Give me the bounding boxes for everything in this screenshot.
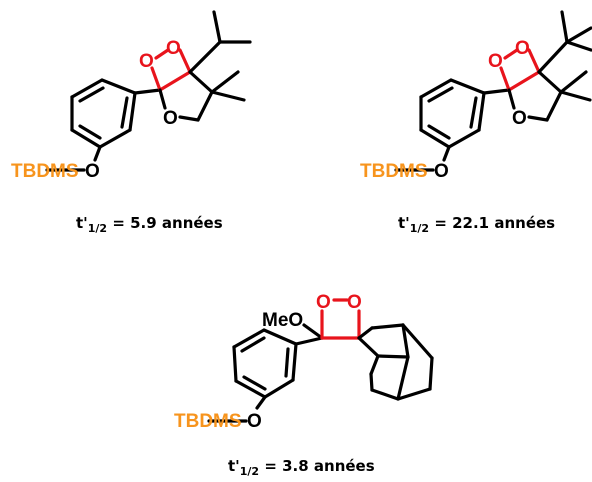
aromatic-bond bbox=[469, 96, 478, 129]
aromatic-bond bbox=[240, 336, 266, 353]
bond bbox=[447, 128, 481, 149]
aryl-oxygen: O bbox=[85, 161, 100, 182]
ring-oxygen: O bbox=[512, 108, 527, 129]
bond bbox=[263, 378, 295, 399]
bond bbox=[93, 145, 102, 162]
methyl-bond bbox=[559, 90, 592, 102]
peroxide-oxygen: O bbox=[515, 38, 530, 59]
bond bbox=[212, 10, 222, 44]
bond bbox=[262, 328, 298, 346]
tbdms-label: TBDMS bbox=[360, 161, 428, 182]
bond bbox=[196, 90, 214, 122]
bond bbox=[565, 26, 592, 44]
peroxide-bond bbox=[527, 48, 541, 74]
aryl-oxygen: O bbox=[434, 161, 449, 182]
bond bbox=[98, 128, 132, 149]
peroxide-oxygen: O bbox=[166, 38, 181, 59]
bond bbox=[234, 379, 267, 399]
aryl-oxygen: O bbox=[247, 411, 262, 432]
peroxide-oxygen: O bbox=[316, 292, 331, 313]
bond bbox=[178, 115, 200, 122]
bond bbox=[232, 345, 238, 383]
methyl-bond bbox=[559, 70, 588, 94]
aromatic-bond bbox=[284, 347, 290, 378]
peroxide-bond bbox=[158, 70, 192, 92]
tbdms-label: TBDMS bbox=[11, 161, 79, 182]
peroxide-bond bbox=[178, 48, 192, 74]
bond bbox=[442, 145, 451, 162]
peroxide-bond bbox=[154, 48, 170, 60]
ring-oxygen: O bbox=[163, 108, 178, 129]
peroxide-bond bbox=[507, 70, 541, 92]
bond bbox=[419, 78, 453, 99]
aromatic-bond bbox=[242, 375, 267, 391]
compound-1: O O O O TBDMS t'1/2 = 5.9 années bbox=[11, 10, 252, 235]
peroxide-oxygen: O bbox=[488, 51, 503, 72]
bond bbox=[128, 91, 137, 132]
tbdms-label: TBDMS bbox=[174, 411, 242, 432]
compound-3: MeO O O O TBDMS t'1/2 = 3.8 années bbox=[174, 292, 434, 478]
bond bbox=[401, 323, 434, 360]
peroxide-bond bbox=[503, 48, 519, 60]
bond bbox=[369, 372, 374, 392]
bond bbox=[449, 78, 486, 95]
bond bbox=[477, 91, 486, 132]
bond bbox=[232, 328, 266, 349]
bond bbox=[70, 78, 104, 99]
bond bbox=[133, 88, 162, 95]
compound-2: O O O O TBDMS t'1/2 = 22.1 années bbox=[360, 10, 592, 235]
half-life-label: t'1/2 = 5.9 années bbox=[76, 214, 223, 235]
bond bbox=[291, 342, 298, 382]
peroxide-bond bbox=[499, 66, 511, 92]
aromatic-bond bbox=[120, 96, 129, 129]
bond bbox=[560, 10, 569, 44]
bond bbox=[357, 336, 380, 358]
bond bbox=[482, 88, 511, 95]
bond bbox=[302, 323, 324, 340]
bond bbox=[428, 356, 434, 391]
bond bbox=[565, 40, 592, 52]
half-life-label: t'1/2 = 3.8 années bbox=[228, 457, 375, 478]
peroxide-oxygen: O bbox=[139, 51, 154, 72]
bond bbox=[70, 128, 102, 149]
peroxide-oxygen: O bbox=[347, 292, 362, 313]
methyl-bond bbox=[210, 90, 246, 102]
bond bbox=[396, 387, 432, 401]
bond bbox=[188, 70, 214, 94]
bond bbox=[376, 354, 410, 359]
aromatic-bond bbox=[78, 86, 105, 103]
bond bbox=[294, 336, 324, 346]
bond bbox=[255, 395, 267, 410]
half-life-label: t'1/2 = 22.1 années bbox=[398, 214, 555, 235]
methoxy-label: MeO bbox=[262, 310, 303, 331]
aromatic-bond bbox=[427, 124, 451, 140]
bond bbox=[545, 90, 563, 122]
methyl-bond bbox=[210, 70, 240, 94]
bond bbox=[188, 40, 222, 74]
bond bbox=[369, 354, 380, 376]
bond bbox=[401, 323, 410, 359]
bond bbox=[527, 115, 549, 122]
bond bbox=[396, 355, 410, 401]
bond bbox=[357, 326, 374, 340]
peroxide-bond bbox=[150, 66, 162, 92]
bond bbox=[537, 40, 569, 74]
aromatic-bond bbox=[427, 86, 454, 103]
bond bbox=[419, 128, 451, 149]
bond bbox=[537, 70, 563, 94]
bond bbox=[370, 388, 400, 401]
bond bbox=[158, 88, 167, 110]
aromatic-bond bbox=[78, 124, 102, 140]
bond bbox=[100, 78, 137, 95]
bond bbox=[370, 323, 405, 330]
bond bbox=[507, 88, 516, 110]
